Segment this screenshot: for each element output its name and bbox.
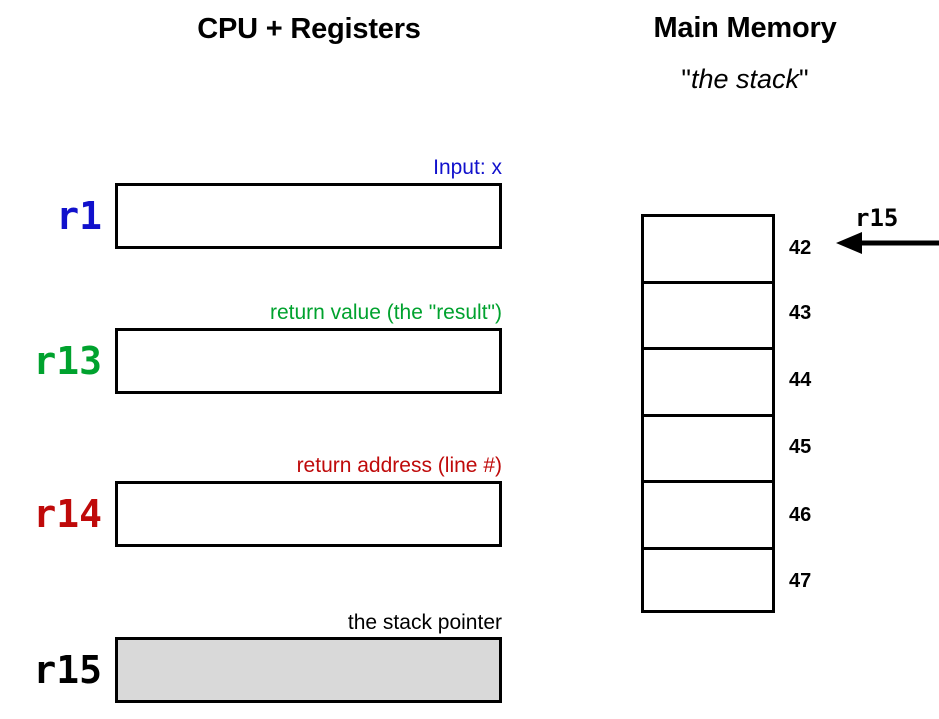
register-label-r14-caption: return address (line #): [296, 454, 502, 477]
memory-cell[interactable]: [644, 417, 772, 483]
register-box-r13[interactable]: [115, 328, 502, 394]
close-quote: ": [799, 64, 809, 94]
register-name-r14: r14: [33, 492, 102, 536]
register-label-r1-caption: Input: x: [433, 156, 502, 179]
memory-cell[interactable]: [644, 483, 772, 550]
register-box-r14[interactable]: [115, 481, 502, 547]
register-name-r1: r1: [56, 194, 102, 238]
stack-pointer-arrow-icon: [836, 232, 939, 254]
memory-address-label: 42: [789, 237, 812, 259]
memory-stack-grid: [641, 214, 775, 613]
main-memory-subheading: "the stack": [600, 64, 890, 95]
stack-pointer-arrow-label: r15: [855, 204, 899, 232]
memory-cell[interactable]: [644, 284, 772, 350]
cpu-registers-heading: CPU + Registers: [197, 13, 421, 45]
register-name-r13: r13: [33, 339, 102, 383]
memory-cell[interactable]: [644, 217, 772, 284]
memory-address-label: 43: [789, 302, 812, 324]
register-label-r15-caption: the stack pointer: [347, 611, 502, 634]
memory-address-label: 45: [789, 436, 812, 458]
memory-address-label: 47: [789, 570, 812, 592]
register-label-r13-caption: return value (the "result"): [269, 301, 502, 324]
memory-address-label: 46: [789, 504, 812, 526]
memory-cell[interactable]: [644, 550, 772, 617]
register-box-r1[interactable]: [115, 183, 502, 249]
main-memory-heading: Main Memory: [653, 12, 837, 44]
open-quote: ": [681, 64, 691, 94]
register-name-r15: r15: [33, 648, 102, 692]
register-box-r15[interactable]: [115, 637, 502, 703]
memory-address-label: 44: [789, 369, 812, 391]
memory-cell[interactable]: [644, 350, 772, 417]
the-stack-italic-text: the stack: [690, 64, 800, 94]
